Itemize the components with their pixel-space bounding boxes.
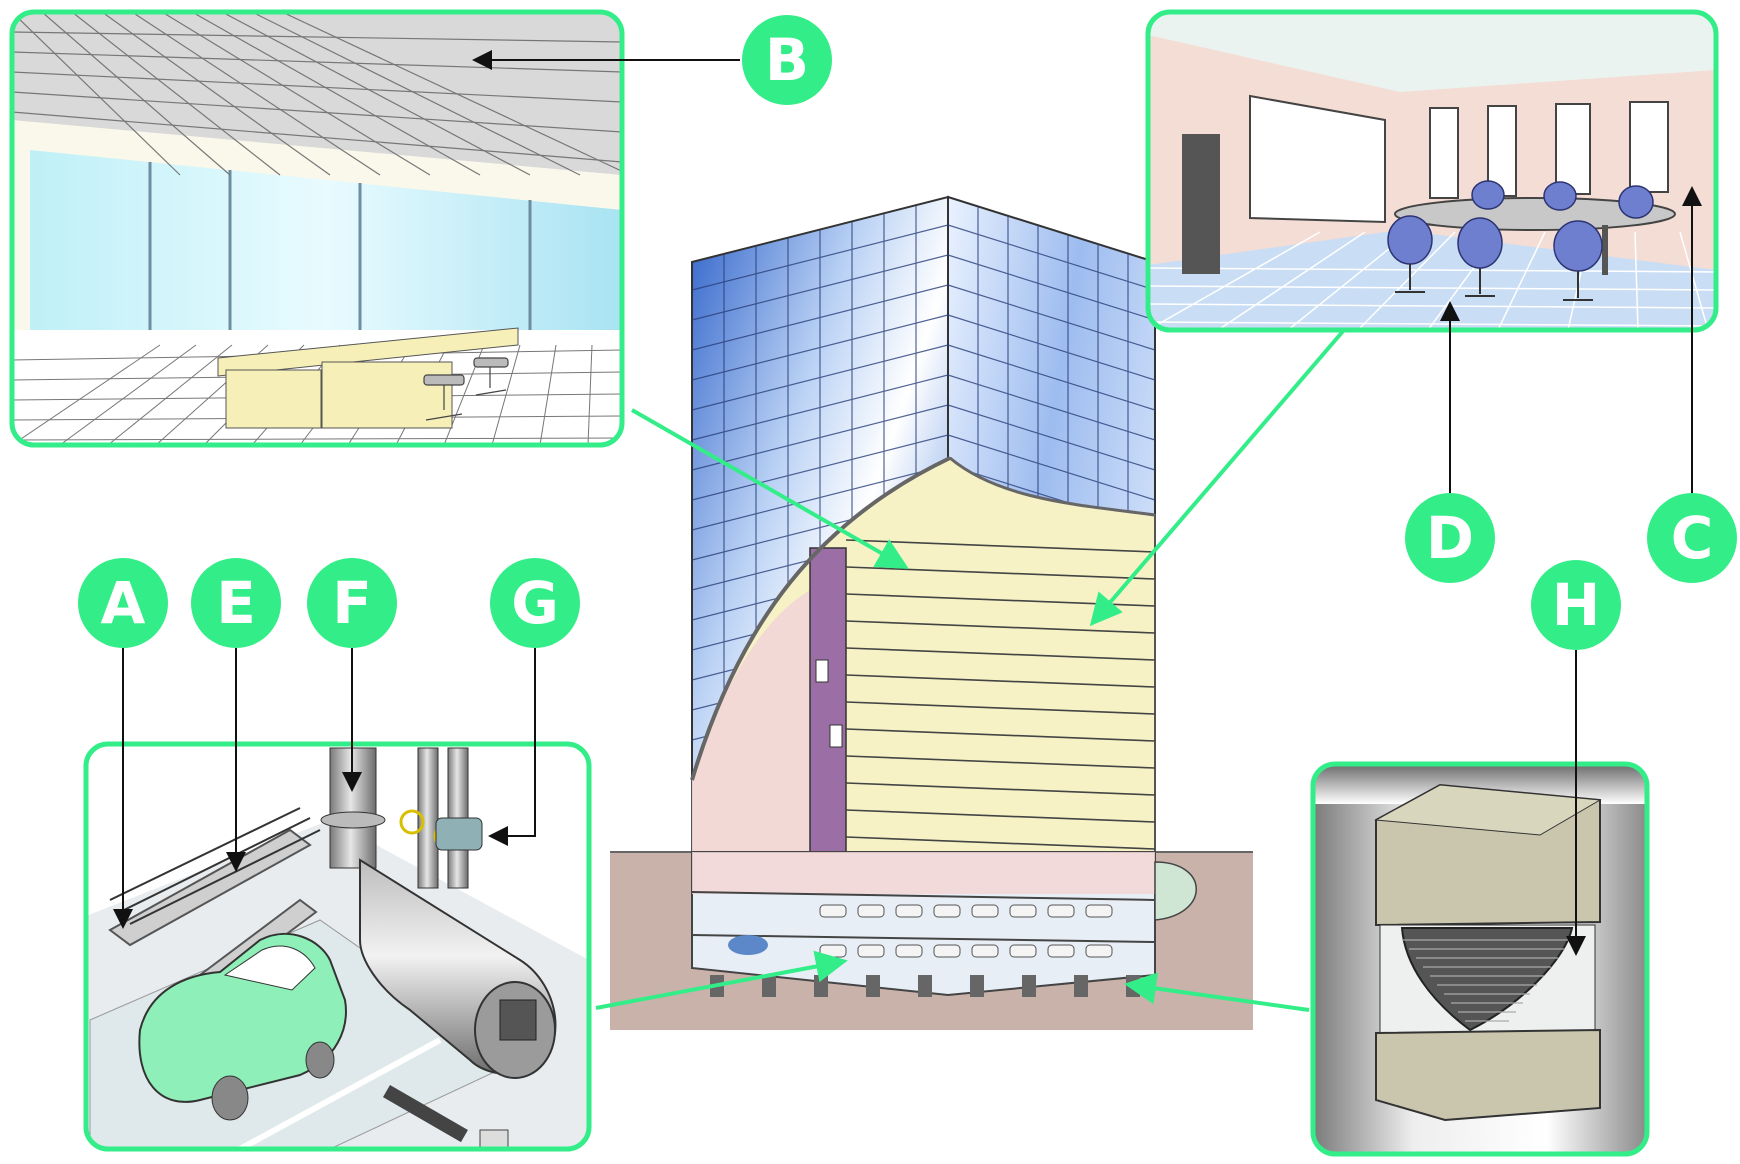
label-a: A bbox=[101, 569, 146, 637]
label-badge-d: D bbox=[1405, 493, 1495, 583]
label-g: G bbox=[511, 569, 559, 637]
door bbox=[1182, 134, 1220, 274]
desk-front bbox=[226, 370, 321, 428]
label-badge-g: G bbox=[490, 558, 580, 648]
label-b: B bbox=[765, 26, 809, 94]
label-badge-c: C bbox=[1647, 493, 1737, 583]
label-badge-h: H bbox=[1531, 560, 1621, 650]
control-panel bbox=[500, 1000, 536, 1040]
basement-tank bbox=[728, 935, 768, 955]
label-f: F bbox=[332, 569, 372, 637]
label-badge-b: B bbox=[742, 15, 832, 105]
label-e: E bbox=[216, 569, 256, 637]
label-badge-e: E bbox=[191, 558, 281, 648]
label-badge-f: F bbox=[307, 558, 397, 648]
label-h: H bbox=[1552, 571, 1601, 639]
label-d: D bbox=[1426, 504, 1474, 572]
label-c: C bbox=[1671, 504, 1714, 572]
label-badge-a: A bbox=[78, 558, 168, 648]
parking-inset bbox=[86, 744, 589, 1150]
meeting-room-inset bbox=[1148, 12, 1740, 330]
seismic-isolator-inset bbox=[1313, 764, 1647, 1154]
basement-columns bbox=[710, 975, 1140, 997]
office-inset bbox=[12, 12, 636, 445]
